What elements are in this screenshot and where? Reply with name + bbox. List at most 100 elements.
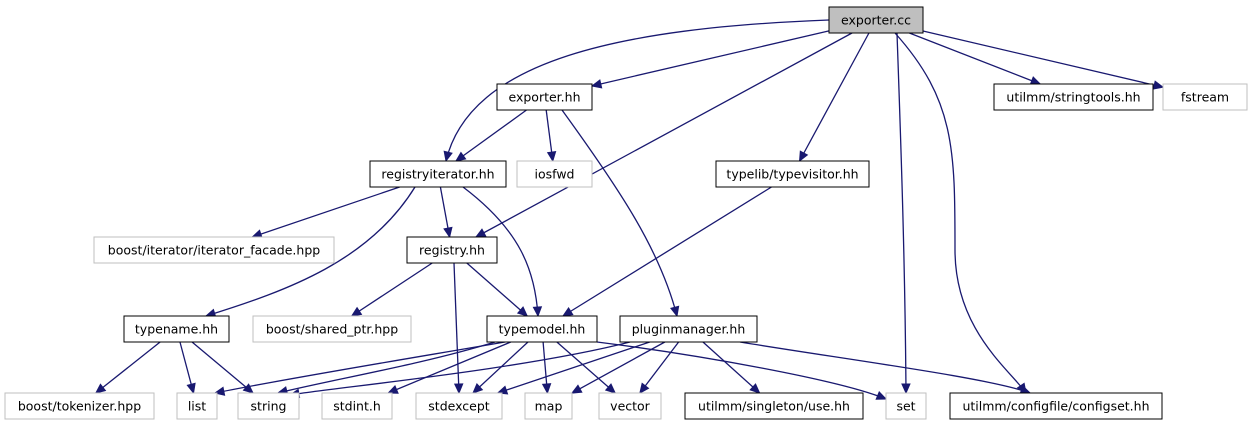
- node-label: map: [535, 399, 563, 414]
- node-box: [123, 315, 230, 343]
- node-exporter-cc[interactable]: exporter.cc: [828, 6, 924, 34]
- edge-typemodel-to-vector: [556, 341, 616, 394]
- edge-pluginmanager-to-vector-arrowhead: [639, 382, 650, 394]
- edge-typemodel-to-stdexcept-arrowhead: [472, 383, 484, 394]
- edge-exporter_cc-to-registry-arrowhead: [474, 228, 487, 238]
- node-box: [1162, 83, 1248, 111]
- node-label: utilmm/configfile/configset.hh: [962, 399, 1149, 414]
- node-label: boost/iterator/iterator_facade.hpp: [108, 243, 320, 258]
- node-label: exporter.cc: [841, 13, 911, 28]
- node-set[interactable]: set: [885, 392, 927, 420]
- node-box: [406, 236, 498, 264]
- edge-exporter_cc-to-exporter_hh-arrowhead: [590, 79, 603, 89]
- edge-registryiterator-to-typename: [205, 186, 416, 317]
- edge-registryiterator-to-iterator_facade: [252, 186, 400, 238]
- node-label: typemodel.hh: [499, 322, 586, 337]
- node-iterator-facade[interactable]: boost/iterator/iterator_facade.hpp: [93, 236, 335, 264]
- edge-exporter_cc-to-set-arrowhead: [901, 383, 911, 395]
- node-label: vector: [610, 399, 651, 414]
- edge-registry-to-typemodel: [466, 262, 528, 317]
- edge-exporter_hh-to-registryiterator: [455, 109, 527, 162]
- node-typename[interactable]: typename.hh: [123, 315, 230, 343]
- node-pluginmanager[interactable]: pluginmanager.hh: [619, 315, 758, 343]
- node-label: pluginmanager.hh: [632, 322, 746, 337]
- node-registry[interactable]: registry.hh: [406, 236, 498, 264]
- edge-typename-to-tokenizer: [95, 341, 161, 394]
- edge-typemodel-to-stdexcept: [472, 341, 529, 394]
- node-label: string: [251, 399, 287, 414]
- node-box: [415, 392, 503, 420]
- edge-exporter_cc-to-registry: [475, 32, 853, 238]
- edge-pluginmanager-to-map: [571, 341, 666, 394]
- edge-typename-to-list-arrowhead: [186, 382, 196, 395]
- node-typemodel[interactable]: typemodel.hh: [486, 315, 598, 343]
- edge-pluginmanager-to-vector: [639, 341, 680, 394]
- node-label: set: [896, 399, 915, 414]
- edge-registry-to-shared_ptr: [351, 262, 433, 317]
- node-box: [252, 315, 412, 343]
- node-shared-ptr[interactable]: boost/shared_ptr.hpp: [252, 315, 412, 343]
- edge-pluginmanager-to-singleton_use-arrowhead: [749, 383, 761, 394]
- edge-typemodel-to-list: [214, 341, 506, 394]
- edge-typemodel-to-set: [596, 341, 887, 400]
- edge-pluginmanager-to-configset: [739, 341, 1031, 394]
- edge-exporter_cc-to-typevisitor-arrowhead: [798, 150, 809, 163]
- edge-exporter_hh-to-pluginmanager: [561, 109, 678, 317]
- node-label: typename.hh: [135, 322, 218, 337]
- node-box: [93, 236, 335, 264]
- node-label: utilmm/singleton/use.hh: [698, 399, 850, 414]
- node-label: stdint.h: [333, 399, 381, 414]
- edge-exporter_cc-to-registryiterator: [445, 19, 830, 162]
- edge-registryiterator-to-registry-arrowhead: [443, 226, 453, 239]
- node-vector[interactable]: vector: [598, 392, 662, 420]
- edge-typemodel-to-string: [277, 341, 496, 394]
- edge-exporter_cc-to-exporter_hh: [591, 30, 830, 87]
- node-box: [516, 160, 593, 188]
- node-label: utilmm/stringtools.hh: [1006, 90, 1140, 105]
- node-stdexcept[interactable]: stdexcept: [415, 392, 503, 420]
- edge-typemodel-to-map-arrowhead: [541, 383, 552, 395]
- edge-exporter_hh-to-registryiterator-arrowhead: [454, 151, 467, 162]
- node-box: [369, 160, 507, 188]
- node-label: stdexcept: [428, 399, 489, 414]
- edge-typemodel-to-stdint-arrowhead: [387, 384, 399, 394]
- nodes-layer: exporter.cc exporter.hh utilmm/stringtools…: [4, 6, 1248, 420]
- edge-typemodel-to-vector-arrowhead: [604, 383, 617, 394]
- node-list[interactable]: list: [176, 392, 218, 420]
- edge-pluginmanager-to-singleton_use: [702, 341, 760, 394]
- node-label: fstream: [1181, 90, 1229, 105]
- node-stdint[interactable]: stdint.h: [321, 392, 393, 420]
- node-registryiterator[interactable]: registryiterator.hh: [369, 160, 507, 188]
- node-box: [993, 83, 1154, 111]
- node-label: exporter.hh: [509, 90, 581, 105]
- edge-exporter_cc-to-set: [896, 32, 907, 394]
- node-fstream[interactable]: fstream: [1162, 83, 1248, 111]
- edge-exporter_cc-to-utilmm_stringtools: [909, 32, 1041, 85]
- node-label: typelib/typevisitor.hh: [726, 167, 858, 182]
- node-typevisitor[interactable]: typelib/typevisitor.hh: [715, 160, 870, 188]
- edge-exporter_cc-to-configset: [894, 32, 1027, 394]
- node-iosfwd[interactable]: iosfwd: [516, 160, 593, 188]
- node-box: [524, 392, 573, 420]
- edge-typemodel-to-stdint: [387, 341, 512, 394]
- node-box: [885, 392, 927, 420]
- edge-typename-to-tokenizer-arrowhead: [94, 383, 107, 394]
- node-utilmm-stringtools[interactable]: utilmm/stringtools.hh: [993, 83, 1154, 111]
- edge-exporter_cc-to-typevisitor: [798, 32, 870, 162]
- node-box: [828, 6, 924, 34]
- edge-registry-to-shared_ptr-arrowhead: [350, 306, 363, 317]
- edge-exporter_cc-to-fstream-arrowhead: [1152, 80, 1165, 90]
- node-box: [486, 315, 598, 343]
- node-label: boost/tokenizer.hpp: [18, 399, 141, 414]
- node-string[interactable]: string: [237, 392, 300, 420]
- node-exporter-hh[interactable]: exporter.hh: [496, 83, 593, 111]
- node-box: [4, 392, 155, 420]
- node-label: registryiterator.hh: [381, 167, 494, 182]
- node-singleton-use[interactable]: utilmm/singleton/use.hh: [684, 392, 864, 420]
- node-tokenizer[interactable]: boost/tokenizer.hpp: [4, 392, 155, 420]
- node-map[interactable]: map: [524, 392, 573, 420]
- node-configset[interactable]: utilmm/configfile/configset.hh: [949, 392, 1163, 420]
- edge-pluginmanager-to-stdexcept: [497, 341, 650, 394]
- edge-exporter_cc-to-registryiterator-arrowhead: [443, 150, 453, 163]
- edge-exporter_hh-to-iosfwd-arrowhead: [546, 150, 557, 163]
